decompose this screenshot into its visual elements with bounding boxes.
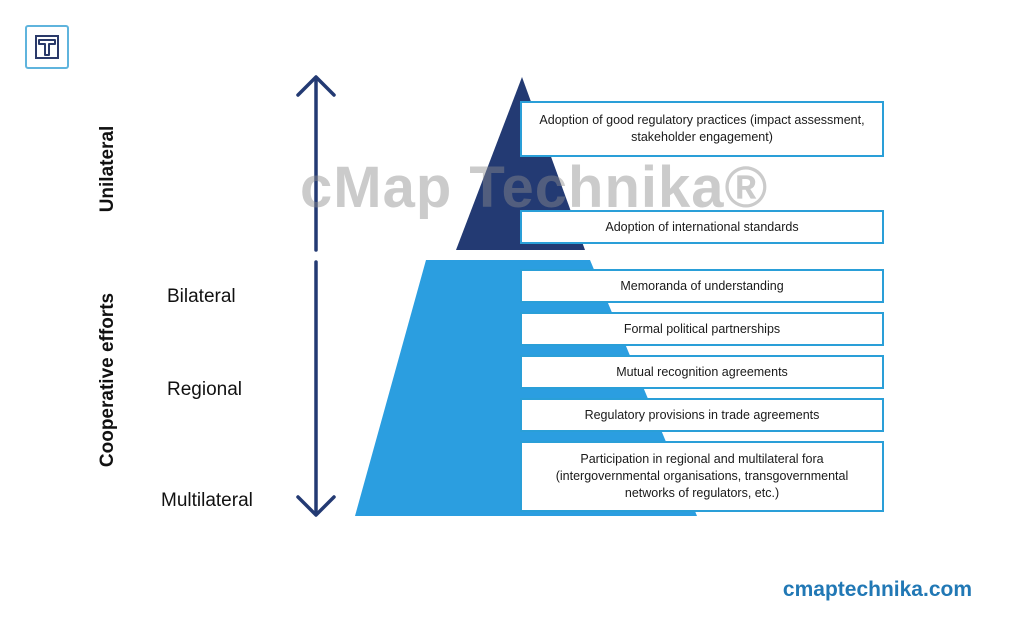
watermark-text: cMap Technika® bbox=[300, 155, 769, 220]
box-mutual-recognition-agreements: Mutual recognition agreements bbox=[520, 355, 884, 389]
box-formal-political-partnerships: Formal political partnerships bbox=[520, 312, 884, 346]
box-international-standards: Adoption of international standards bbox=[520, 210, 884, 244]
bilateral-label: Bilateral bbox=[167, 286, 236, 307]
t-logo-icon bbox=[35, 35, 59, 59]
double-arrow bbox=[296, 75, 336, 517]
regional-label: Regional bbox=[167, 379, 242, 400]
arrow-head-down bbox=[296, 495, 336, 517]
multilateral-label: Multilateral bbox=[161, 490, 253, 511]
brand-logo bbox=[25, 25, 69, 69]
box-regulatory-provisions-trade: Regulatory provisions in trade agreement… bbox=[520, 398, 884, 432]
footer-url-link[interactable]: cmaptechnika.com bbox=[782, 578, 972, 601]
pyramid-top-section bbox=[456, 77, 585, 250]
box-memoranda-of-understanding: Memoranda of understanding bbox=[520, 269, 884, 303]
cooperative-efforts-label: Cooperative efforts bbox=[97, 292, 118, 468]
unilateral-label: Unilateral bbox=[97, 125, 118, 213]
arrow-head-up bbox=[296, 75, 336, 97]
box-good-regulatory-practices: Adoption of good regulatory practices (i… bbox=[520, 101, 884, 157]
box-regional-multilateral-fora: Participation in regional and multilater… bbox=[520, 441, 884, 512]
